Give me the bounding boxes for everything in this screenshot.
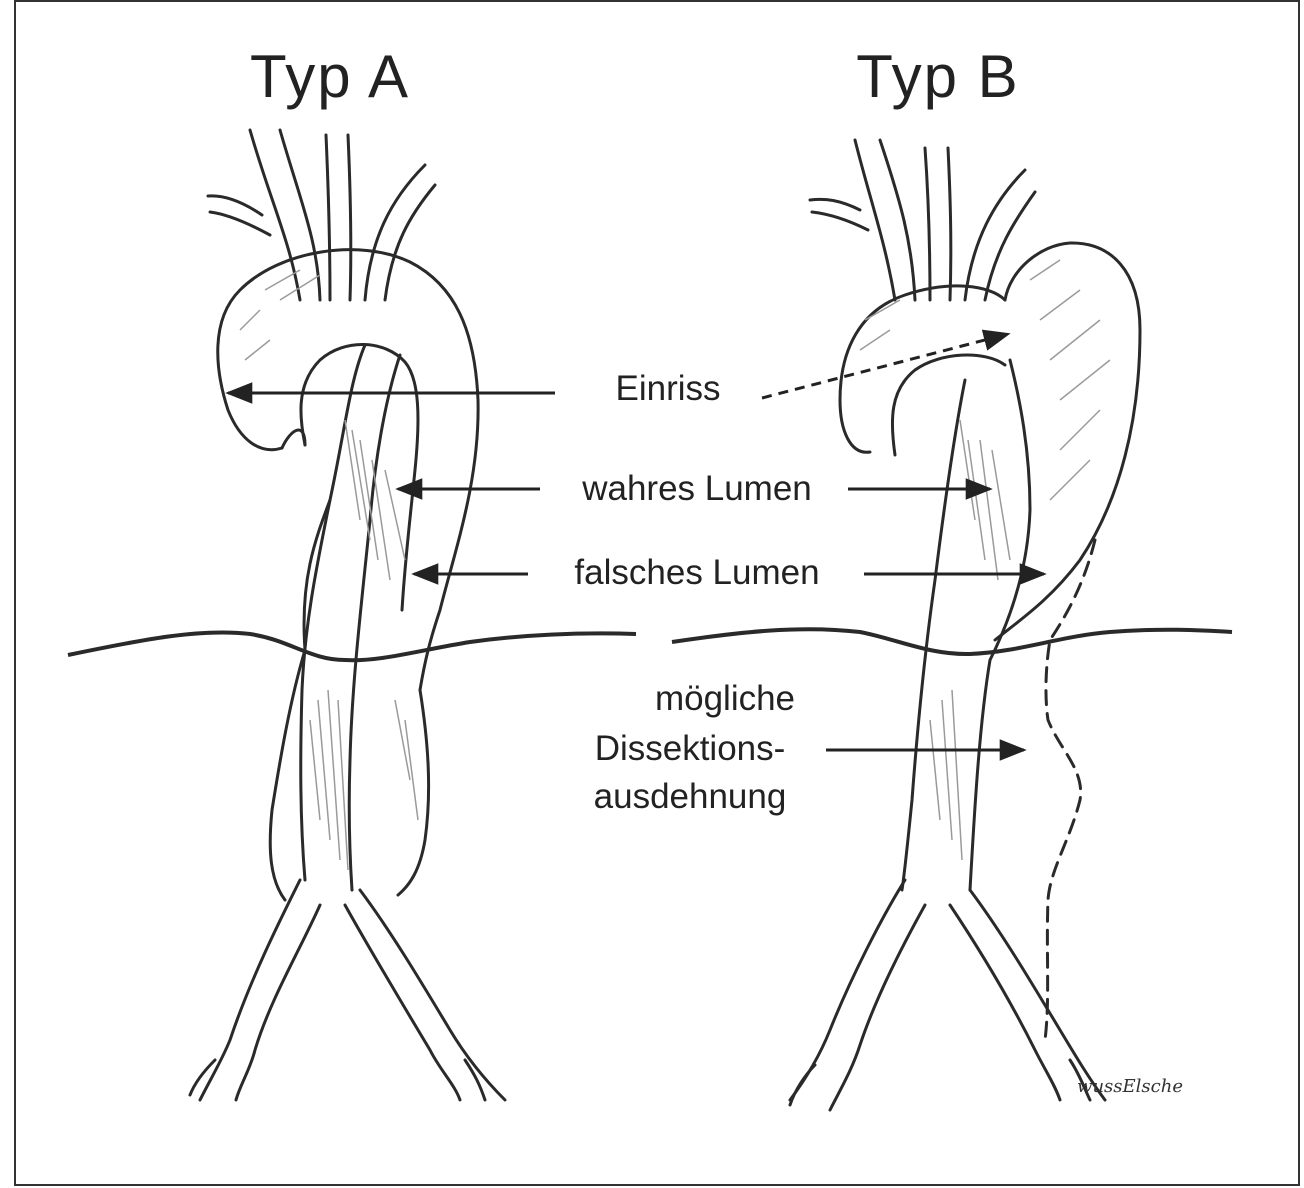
type-b-true-lumen-right: [970, 360, 1030, 890]
possible-extent-label-line3: ausdehnung: [594, 777, 787, 816]
type-b-aorta-drawing: [790, 140, 1140, 1110]
type-a-title: Typ A: [250, 43, 410, 110]
type-a-iliac-right: [360, 890, 505, 1100]
type-b-arch-outer: [840, 286, 1005, 452]
type-a-shading: [240, 270, 418, 870]
type-b-true-lumen-left: [902, 380, 965, 890]
type-b-iliac-left: [790, 880, 905, 1100]
false-lumen-label: falsches Lumen: [574, 553, 819, 592]
type-b-arch-inner: [892, 355, 1005, 455]
type-a-arch-branches: [208, 130, 435, 300]
type-a-true-lumen-left: [301, 345, 365, 880]
type-a-true-lumen-right: [349, 355, 400, 890]
possible-extent-label-line2: Dissektions-: [595, 729, 786, 768]
type-a-false-lumen-outer: [270, 500, 330, 900]
tear-arrow-type-b: [762, 334, 1008, 398]
possible-extent-label-line1: mögliche: [655, 679, 795, 718]
type-b-title: Typ B: [856, 43, 1019, 110]
type-b-dashed-extension: [1045, 540, 1095, 1040]
type-a-diaphragm-line: [68, 632, 636, 660]
true-lumen-label: wahres Lumen: [581, 469, 812, 508]
type-b-diaphragm-line: [672, 629, 1232, 654]
type-a-aorta-drawing: [190, 130, 505, 1100]
type-a-arch-outer: [218, 250, 478, 690]
type-b-iliac-right: [970, 890, 1105, 1100]
tear-label: Einriss: [615, 369, 720, 408]
type-b-shading: [860, 260, 1110, 860]
artist-signature: wussElsche: [1077, 1076, 1183, 1097]
type-b-arch-branches: [810, 140, 1035, 300]
